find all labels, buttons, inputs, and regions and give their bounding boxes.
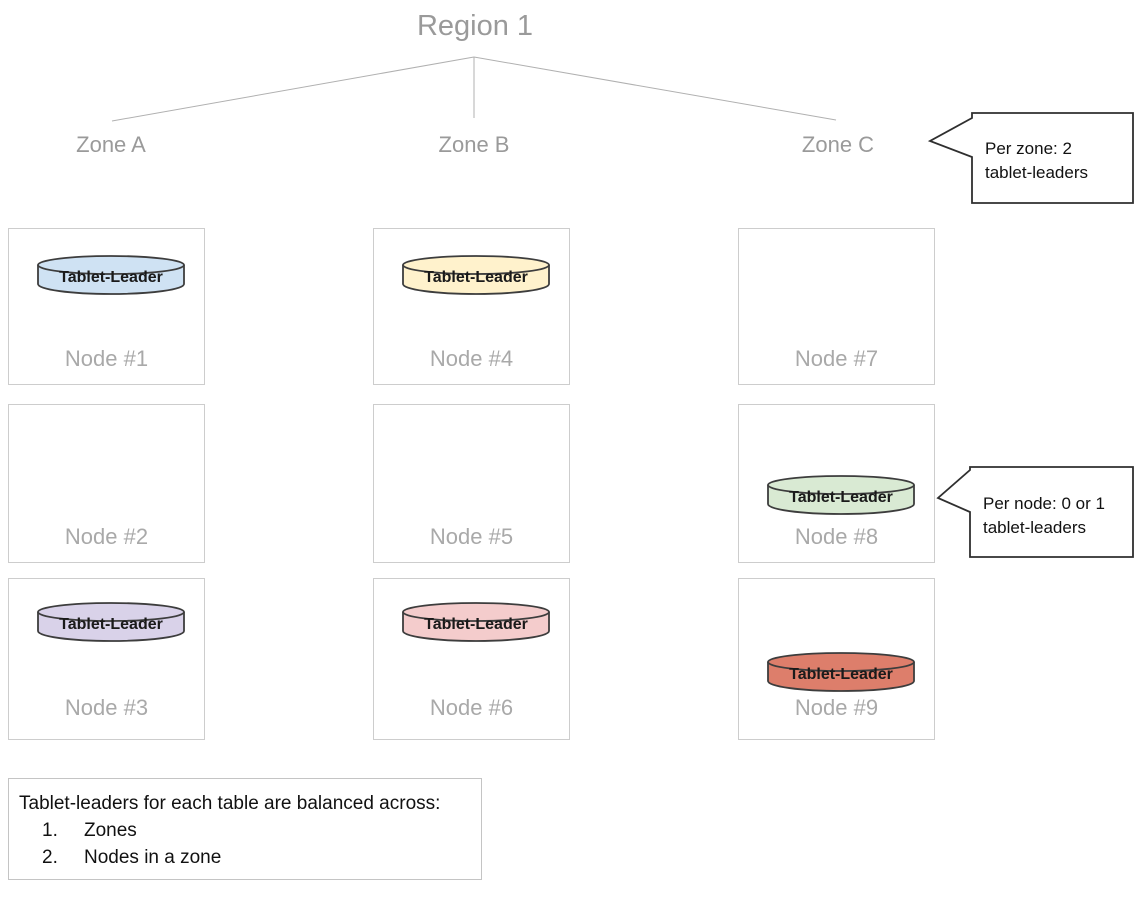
callout-per-node-text: Per node: 0 or 1 tablet-leaders bbox=[983, 494, 1105, 537]
tablet-leader-label: Tablet-Leader bbox=[59, 268, 163, 286]
node-box-9: Tablet-Leader Node #9 bbox=[738, 578, 935, 740]
tablet-leader-cylinder: Tablet-Leader bbox=[401, 601, 551, 643]
node-label: Node #3 bbox=[64, 695, 149, 720]
note-item-text: Zones bbox=[84, 820, 137, 841]
callout-per-zone: Per zone: 2 tablet-leaders bbox=[925, 110, 1137, 206]
tablet-leader-cylinder: Tablet-Leader bbox=[36, 601, 186, 643]
note-item-number: 2. bbox=[42, 847, 58, 868]
tablet-leader-label: Tablet-Leader bbox=[424, 268, 528, 286]
node-label: Node #5 bbox=[429, 524, 514, 549]
note-item: 1. Zones bbox=[19, 817, 471, 844]
node-box-8: Tablet-Leader Node #8 bbox=[738, 404, 935, 563]
node-box-5: Node #5 bbox=[373, 404, 570, 563]
tablet-leader-cylinder: Tablet-Leader bbox=[766, 474, 916, 516]
node-box-7: Node #7 bbox=[738, 228, 935, 385]
tablet-leader-cylinder: Tablet-Leader bbox=[766, 651, 916, 693]
node-box-4: Tablet-Leader Node #4 bbox=[373, 228, 570, 385]
speech-bubble-shape bbox=[936, 466, 1134, 558]
node-label: Node #2 bbox=[64, 524, 149, 549]
node-label: Node #4 bbox=[429, 346, 514, 371]
note-item-text: Nodes in a zone bbox=[84, 847, 222, 868]
tablet-leader-label: Tablet-Leader bbox=[789, 488, 893, 506]
note-box: Tablet-leaders for each table are balanc… bbox=[8, 778, 482, 880]
tablet-leader-label: Tablet-Leader bbox=[789, 665, 893, 683]
node-box-6: Tablet-Leader Node #6 bbox=[373, 578, 570, 740]
speech-bubble-shape bbox=[927, 112, 1134, 204]
node-box-3: Tablet-Leader Node #3 bbox=[8, 578, 205, 740]
tablet-leader-cylinder: Tablet-Leader bbox=[36, 254, 186, 296]
zone-label-b: Zone B bbox=[438, 132, 510, 157]
zone-label-a: Zone A bbox=[76, 132, 146, 157]
note-title: Tablet-leaders for each table are balanc… bbox=[19, 793, 441, 814]
callout-per-node: Per node: 0 or 1 tablet-leaders bbox=[933, 462, 1137, 562]
tablet-leader-label: Tablet-Leader bbox=[424, 615, 528, 633]
region-label: Region 1 bbox=[416, 10, 534, 42]
node-label: Node #1 bbox=[64, 346, 149, 371]
note-item-number: 1. bbox=[42, 820, 58, 841]
node-box-2: Node #2 bbox=[8, 404, 205, 563]
node-label: Node #8 bbox=[794, 524, 879, 549]
tablet-leader-label: Tablet-Leader bbox=[59, 615, 163, 633]
callout-per-zone-text: Per zone: 2 tablet-leaders bbox=[985, 139, 1089, 182]
node-label: Node #7 bbox=[794, 346, 879, 371]
node-label: Node #9 bbox=[794, 695, 879, 720]
tablet-leader-cylinder: Tablet-Leader bbox=[401, 254, 551, 296]
node-label: Node #6 bbox=[429, 695, 514, 720]
node-box-1: Tablet-Leader Node #1 bbox=[8, 228, 205, 385]
note-item: 2. Nodes in a zone bbox=[19, 844, 471, 871]
zone-label-c: Zone C bbox=[801, 132, 875, 157]
